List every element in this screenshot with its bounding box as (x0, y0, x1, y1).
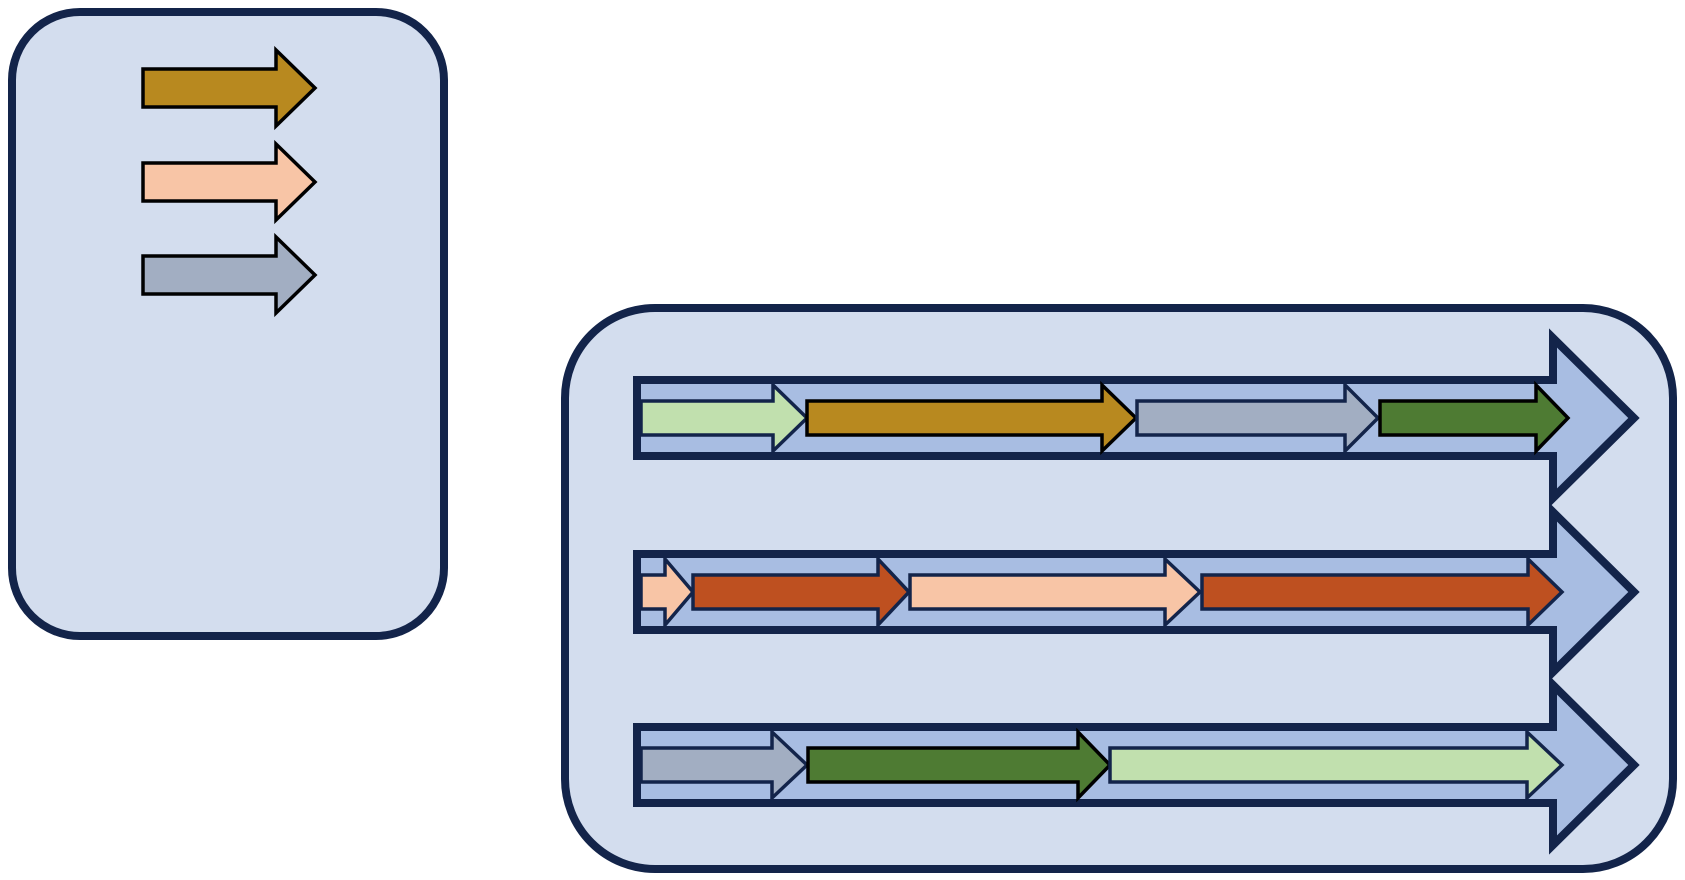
legend-gold-arrow-icon (141, 45, 318, 131)
track-1 (633, 328, 1640, 508)
track-1-gold-segment-2 (805, 380, 1139, 456)
track-3-left-cap (633, 723, 641, 807)
legend-panel-group (8, 8, 448, 640)
legend-peach-arrow-icon (141, 139, 318, 225)
track-1-dark-green-segment-4 (1378, 380, 1571, 456)
track-2-peach-segment-3 (908, 554, 1203, 630)
track-2-peach-segment-1 (639, 554, 696, 630)
track-1-slate-segment-3 (1135, 380, 1381, 456)
track-2-orange-segment-4 (1200, 554, 1565, 630)
track-1-left-cap (633, 376, 641, 460)
track-3-slate-segment-1 (639, 727, 810, 803)
track-3 (633, 675, 1640, 855)
tracks-panel-group (561, 304, 1677, 873)
track-2-left-cap (633, 550, 641, 634)
track-3-light-green-segment-3 (1108, 727, 1565, 803)
track-1-light-green-segment-1 (639, 380, 810, 456)
track-2-orange-segment-2 (691, 554, 912, 630)
legend-panel (8, 8, 448, 640)
legend-slate-arrow-icon (141, 232, 318, 318)
track-2 (633, 502, 1640, 682)
track-3-dark-green-segment-2 (806, 727, 1113, 803)
